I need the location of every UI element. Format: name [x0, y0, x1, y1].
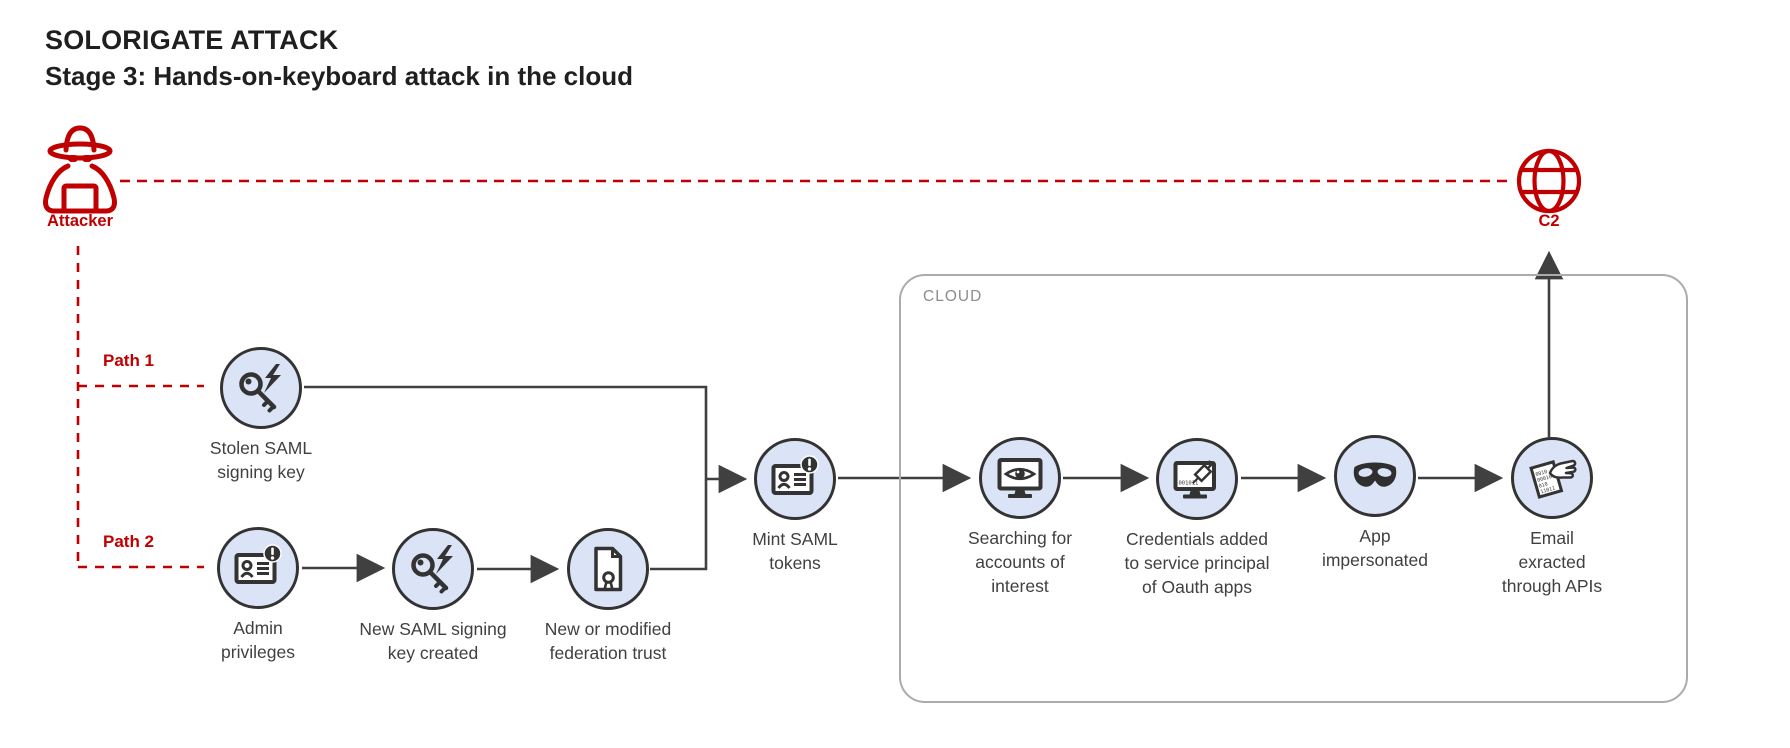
attacker-label: Attacker	[46, 212, 114, 230]
document-grab-icon: 0010 00010 010 11011	[1511, 437, 1593, 519]
key-lightning-icon	[220, 347, 302, 429]
node-label: Admin privileges	[221, 618, 295, 662]
node-label: New SAML signing key created	[359, 619, 507, 663]
node-label: Searching for accounts of interest	[967, 528, 1073, 596]
monitor-binary-text: 001011	[1179, 481, 1199, 487]
node-label: Email exracted through APIs	[1501, 528, 1603, 596]
node-label: Mint SAML tokens	[752, 529, 838, 573]
path2-label: Path 2	[103, 532, 155, 551]
globe-icon	[1516, 148, 1582, 214]
mask-icon	[1334, 435, 1416, 517]
page-title: SOLORIGATE ATTACK	[45, 25, 339, 55]
id-card-alert-icon	[217, 527, 299, 609]
monitor-syringe-icon: 001011	[1156, 438, 1238, 520]
cloud-label: CLOUD	[923, 288, 983, 305]
c2-label: C2	[1538, 212, 1560, 230]
node-label: App impersonated	[1321, 526, 1429, 570]
certificate-document-icon	[567, 528, 649, 610]
cloud-boundary: CLOUD	[899, 274, 1688, 703]
monitor-eye-icon	[979, 437, 1061, 519]
page-subtitle: Stage 3: Hands-on-keyboard attack in the…	[45, 61, 633, 91]
key-lightning-icon	[392, 528, 474, 610]
doc-binary-line: 0010	[1535, 469, 1548, 478]
title-block: SOLORIGATE ATTACK Stage 3: Hands-on-keyb…	[45, 25, 633, 92]
doc-binary-line: 010	[1538, 481, 1548, 489]
path1-label: Path 1	[103, 351, 155, 370]
node-label: New or modified federation trust	[544, 619, 672, 663]
doc-binary-line: 11011	[1540, 485, 1556, 495]
doc-binary-line: 00010	[1537, 474, 1553, 484]
node-label: Stolen SAML signing key	[209, 438, 313, 482]
id-card-alert-icon	[754, 438, 836, 520]
spy-icon	[43, 125, 117, 214]
node-label: Credentials added to service principal o…	[1124, 529, 1270, 597]
